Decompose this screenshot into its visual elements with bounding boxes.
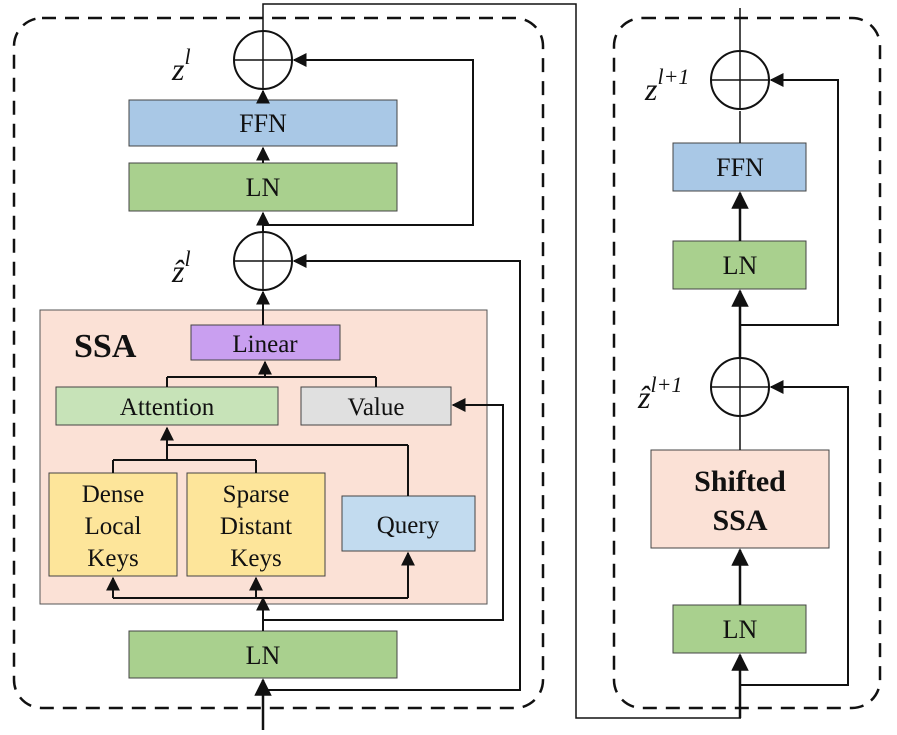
dense-keys-line-3: Keys [87, 545, 138, 572]
left-add-top-icon [233, 30, 293, 90]
left-add-mid-icon [233, 231, 293, 291]
right-ln-bottom-label: LN [723, 615, 758, 644]
left-ffn-box [128, 99, 398, 147]
dense-keys-line-1: Dense [82, 481, 144, 508]
right-ffn-label: FFN [716, 153, 764, 182]
left-output-symbol: zl [171, 44, 191, 87]
left-ffn-label: FFN [239, 109, 287, 138]
left-connectors [106, 53, 521, 730]
shifted-ssa-box [650, 449, 830, 549]
value-label: Value [348, 394, 405, 421]
right-ln-top-box [672, 240, 807, 290]
right-ln-top-label: LN [723, 251, 758, 280]
inter-block-connector [262, 3, 741, 719]
linear-box [190, 324, 341, 361]
left-mid-symbol: ẑl [171, 246, 191, 289]
sparse-distant-keys-box [186, 472, 326, 577]
ssa-title: SSA [74, 328, 137, 365]
right-ffn-box [672, 142, 807, 192]
right-output-symbol: zl+1 [644, 64, 689, 107]
left-ln-top-box [128, 162, 398, 212]
left-ln-bottom-box [128, 630, 398, 679]
query-label: Query [377, 512, 440, 539]
sparse-keys-line-3: Keys [230, 545, 281, 572]
sparse-keys-line-1: Sparse [223, 481, 290, 508]
value-box [300, 386, 452, 426]
right-connectors [731, 8, 849, 718]
right-add-mid-icon [710, 357, 770, 417]
attention-label: Attention [120, 394, 215, 421]
right-add-top-icon [710, 50, 770, 110]
shifted-ssa-line-1: Shifted [694, 465, 786, 498]
left-block-border [12, 16, 545, 710]
left-transformer-block: SSA Linear Attention Value Dense Local K… [12, 16, 545, 730]
left-ln-bottom-label: LN [246, 641, 281, 670]
left-ln-top-label: LN [246, 173, 281, 202]
query-box [341, 495, 476, 552]
right-block-border [612, 16, 882, 710]
dense-keys-line-2: Local [85, 513, 142, 540]
right-mid-symbol: ẑl+1 [637, 372, 682, 415]
sparse-keys-line-2: Distant [220, 513, 292, 540]
dense-local-keys-box [48, 472, 178, 577]
right-transformer-block: LN Shifted SSA LN FFN zl+1 ẑl+1 [612, 8, 882, 718]
linear-label: Linear [232, 331, 298, 358]
shifted-ssa-line-2: SSA [712, 504, 767, 537]
